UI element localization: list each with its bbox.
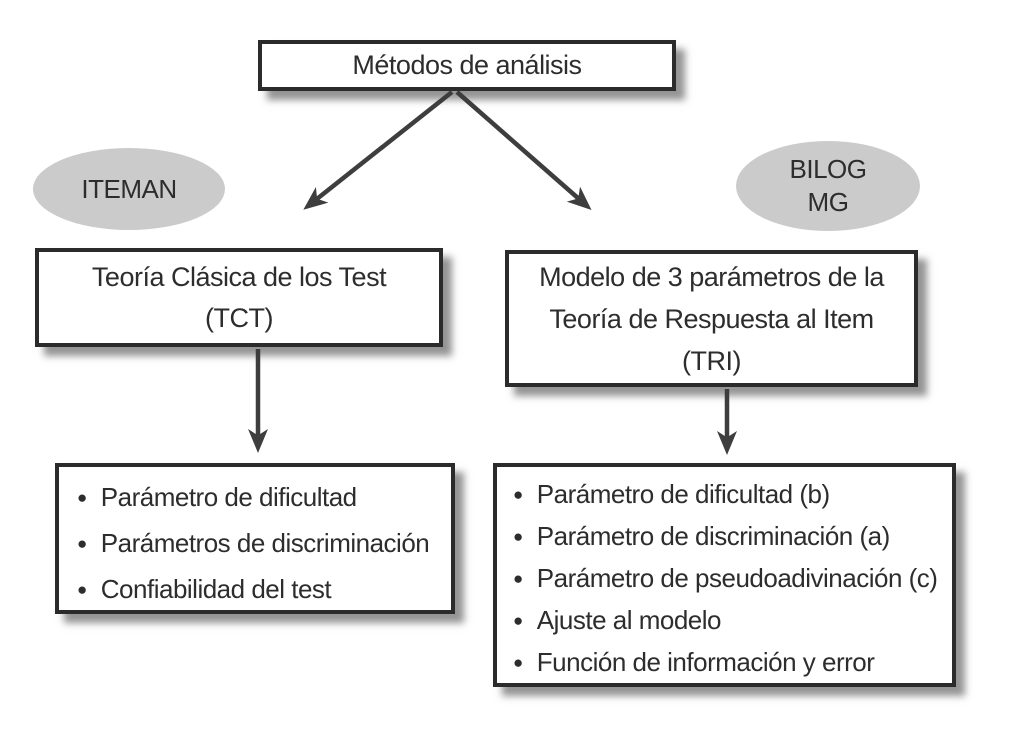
oval-bilog-mg: BILOG MG [736,141,920,231]
tct-title-line1: Teoría Clásica de los Test [91,261,387,292]
list-item-label: Parámetro de pseudoadivinación (c) [536,563,938,593]
list-item: ● Parámetros de discriminación [77,520,451,566]
oval-bilog-line2: MG [807,187,849,217]
root-box-label: Métodos de análisis [352,50,582,80]
list-item: ● Parámetro de dificultad [77,474,451,520]
list-item-label: Parámetro de dificultad (b) [536,479,830,509]
oval-bilog-line1: BILOG [789,154,867,184]
tct-items-list: ● Parámetro de dificultad ● Parámetros d… [77,474,451,612]
oval-iteman-label: ITEMAN [81,173,177,204]
list-item: ● Parámetro de pseudoadivinación (c) [513,557,952,599]
list-item-label: Confiabilidad del test [100,574,332,604]
bullet-icon: ● [77,488,87,507]
list-item: ● Confiabilidad del test [77,566,451,612]
bullet-icon: ● [513,653,523,672]
bullet-icon: ● [513,485,523,504]
arrow-root-to-tct [303,90,454,210]
list-box-tct-parametros: ● Parámetro de dificultad ● Parámetros d… [55,463,455,614]
tri-items-list: ● Parámetro de dificultad (b) ● Parámetr… [513,473,952,683]
box-modelo-3-parametros-tri: Modelo de 3 parámetros de la Teoría de R… [505,250,918,387]
bullet-icon: ● [513,527,523,546]
list-item: ● Parámetro de discriminación (a) [513,515,952,557]
list-item: ● Ajuste al modelo [513,599,952,641]
bullet-icon: ● [77,534,87,553]
box-teoria-clasica-tct: Teoría Clásica de los Test (TCT) [35,248,443,347]
tct-title-line2: (TCT) [205,302,273,333]
list-box-tri-parametros: ● Parámetro de dificultad (b) ● Parámetr… [493,463,956,687]
bullet-icon: ● [77,580,87,599]
arrow-root-to-tri [455,90,592,210]
tri-title-line1: Modelo de 3 parámetros de la [539,261,884,292]
tri-title-line2: Teoría de Respuesta al Item [549,303,874,334]
root-box-metodos-de-analisis: Métodos de análisis [258,40,676,91]
list-item-label: Parámetros de discriminación [100,528,430,558]
list-item-label: Función de información y error [536,647,875,677]
bullet-icon: ● [513,611,523,630]
list-item-label: Ajuste al modelo [536,605,722,635]
bullet-icon: ● [513,569,523,588]
tri-title-line3: (TRI) [682,345,741,376]
list-item-label: Parámetro de dificultad [100,482,357,512]
list-item: ● Parámetro de dificultad (b) [513,473,952,515]
list-item: ● Función de información y error [513,641,952,683]
list-item-label: Parámetro de discriminación (a) [536,521,890,551]
oval-iteman: ITEMAN [33,148,225,230]
